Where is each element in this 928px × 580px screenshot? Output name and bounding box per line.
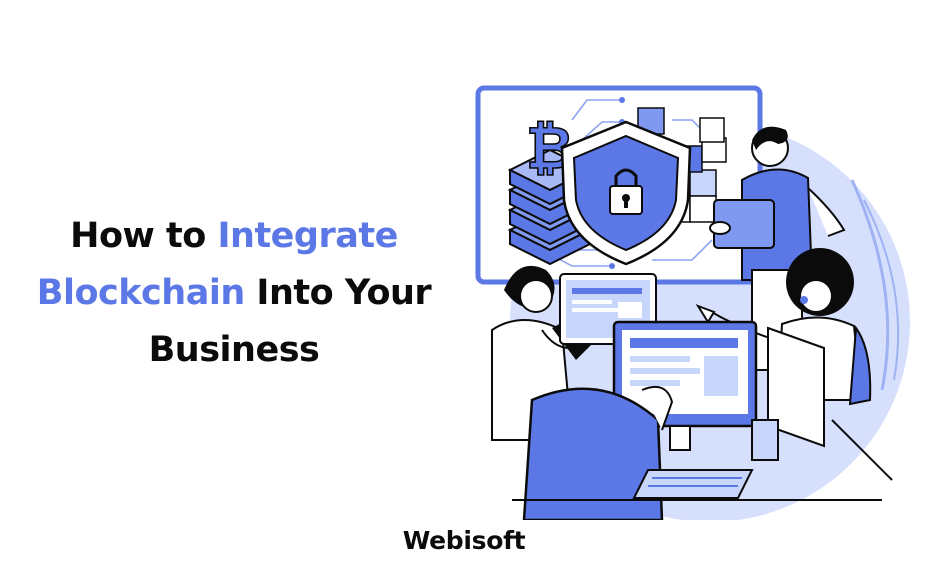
foreground-person [522, 386, 674, 520]
desk-edge [831, 419, 893, 481]
shield-lock-icon [560, 120, 692, 266]
blockchain-team-illustration: ₿ [475, 85, 910, 520]
title-line-3: Business [148, 330, 320, 370]
title-text: Into Your [244, 273, 432, 313]
title-accent-text: Integrate [217, 216, 399, 256]
title-line-2: Blockchain Into Your [36, 273, 432, 313]
background-swoosh [850, 179, 890, 391]
brand-name: Webisoft [402, 526, 526, 555]
monitor [751, 326, 825, 461]
background-swoosh [863, 199, 900, 381]
page-title: How to Integrate Blockchain Into Your Bu… [0, 208, 468, 379]
title-text: How to [70, 216, 218, 256]
keyboard [632, 469, 754, 499]
title-accent-text: Blockchain [36, 273, 245, 313]
title-line-1: How to Integrate [70, 216, 398, 256]
